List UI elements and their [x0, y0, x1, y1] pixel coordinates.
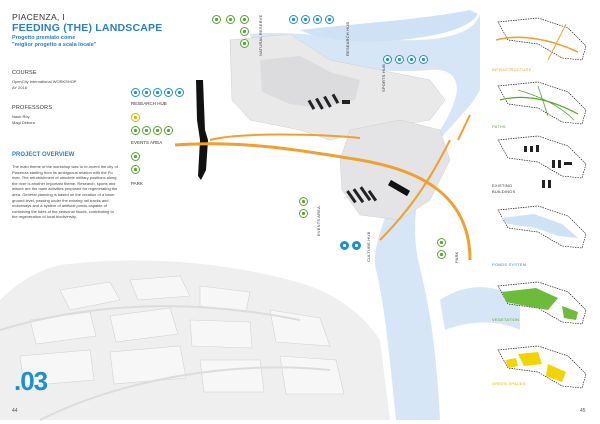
binoculars-icon	[240, 39, 249, 48]
section-number: .03	[14, 366, 48, 396]
course-line-1: OpenCity international WORKSHOP	[12, 79, 77, 84]
course-label: COURSE	[12, 70, 37, 76]
people-icon	[175, 88, 184, 97]
tree-icon	[437, 238, 446, 247]
leaf-icon	[131, 152, 140, 161]
diagram-label-buildings: BUILDINGS	[492, 189, 516, 194]
rail-spur	[457, 114, 471, 141]
legend-research-label: RESEARCH HUB	[131, 101, 167, 106]
walk-icon	[153, 126, 162, 135]
diagram-ponds	[497, 205, 587, 249]
diagram-infrastructure	[495, 17, 587, 61]
book-icon	[142, 88, 151, 97]
picnic-icon	[131, 165, 140, 174]
diagram-label-existing: EXISTING	[492, 183, 513, 188]
lab-icon	[131, 88, 140, 97]
map-label-sports-hub: SPORTS HUB	[381, 64, 386, 92]
legend-events-label: EVENTS AREA	[131, 140, 163, 145]
page-number-right: 45	[580, 408, 586, 414]
bench-icon	[437, 250, 446, 259]
bike-icon	[240, 15, 249, 24]
professor-name: Nash Roy	[12, 114, 30, 119]
award-line-2: "miglior progetto a scala locale"	[12, 42, 97, 48]
lab-icon	[289, 15, 298, 24]
gym-icon	[419, 55, 428, 64]
professors-label: PROFESSORS	[12, 105, 53, 111]
city-road	[0, 305, 301, 331]
diagram-label-paths: PATHS	[492, 124, 506, 129]
legend-park-label: PARK	[131, 181, 143, 186]
diagram-label-infrastructure: INFRASTRUCTURE	[492, 67, 532, 72]
sports-building	[387, 179, 411, 197]
swim-icon	[395, 55, 404, 64]
page-number-left: 44	[12, 408, 18, 414]
river-bank	[300, 10, 478, 42]
course-line-2: AY 2016	[12, 85, 27, 90]
music-icon	[299, 197, 308, 206]
road-line	[209, 133, 361, 141]
city-road	[39, 366, 331, 421]
diagram-green-spaces	[497, 345, 587, 389]
river-po	[250, 14, 480, 420]
book-icon	[301, 15, 310, 24]
tree-icon	[131, 126, 140, 135]
city-blocks	[19, 275, 345, 395]
flask-icon	[153, 88, 162, 97]
overview-text: The main theme of the workshop was to re…	[12, 164, 118, 220]
diagram-label-ponds: PONDS SYSTEM	[492, 262, 527, 267]
map-label-natural-reserve: NATURAL RESERVE	[258, 14, 263, 56]
computer-icon	[325, 15, 334, 24]
map-label-research-hub: RESEARCH HUB	[345, 21, 350, 56]
diagram-vegetation	[497, 281, 587, 325]
computer-icon	[164, 88, 173, 97]
run-icon	[164, 126, 173, 135]
culture-buildings	[346, 186, 378, 204]
rail-line	[379, 139, 451, 241]
diagram-buildings	[497, 135, 587, 188]
motorway-line	[174, 142, 472, 261]
run-icon	[407, 55, 416, 64]
monolith	[196, 80, 208, 180]
diagram-label-green-spaces: GREEN SPACES	[492, 381, 526, 386]
walk-icon	[240, 27, 249, 36]
research-buildings	[307, 93, 350, 110]
museum-icon	[352, 241, 361, 250]
map-label-events-area: EVENTS AREA	[316, 206, 321, 236]
music-icon	[131, 113, 140, 122]
diagram-paths	[497, 81, 587, 125]
city-label: PIACENZA, I	[12, 12, 65, 22]
overview-title: PROJECT OVERVIEW	[12, 152, 75, 158]
award-text: Progetto premiato come "miglior progetto…	[12, 35, 132, 49]
bike-icon	[142, 126, 151, 135]
football-icon	[383, 55, 392, 64]
map-label-park: PARK	[454, 251, 459, 263]
leaf-icon	[226, 15, 235, 24]
professor-name: Magi Debora	[12, 120, 35, 125]
stage-icon	[299, 209, 308, 218]
diagram-strip	[495, 17, 587, 389]
diagram-label-vegetation: VEGETATION	[492, 317, 520, 322]
theater-icon	[340, 241, 349, 250]
map-label-culture-hub: CULTURE HUB	[366, 231, 371, 262]
bird-icon	[212, 15, 221, 24]
flask-icon	[313, 15, 322, 24]
page-title: FEEDING (THE) LANDSCAPE	[12, 22, 163, 34]
award-line-1: Progetto premiato come	[12, 35, 76, 41]
river-lower	[440, 287, 520, 330]
